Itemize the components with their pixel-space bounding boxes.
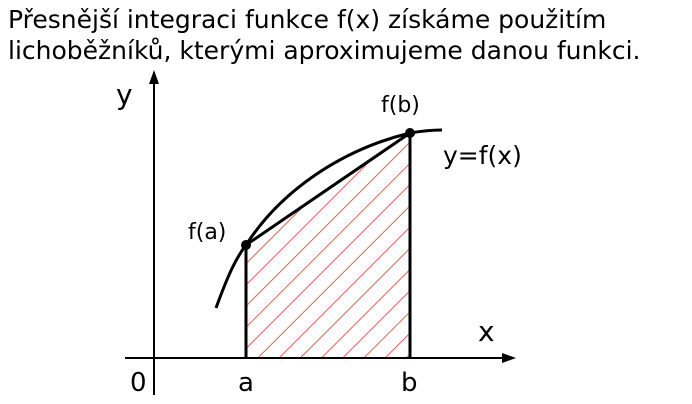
x-axis-arrow — [502, 353, 516, 363]
tick-label-a: a — [238, 368, 254, 398]
y-axis-label: y — [116, 78, 133, 111]
point-fa — [241, 240, 251, 250]
trapezoid-chord — [245, 131, 411, 247]
y-axis-arrow — [149, 70, 159, 84]
heading-line-2: lichoběžníků, kterými aproximujeme danou… — [8, 36, 641, 65]
fa-label: f(a) — [188, 220, 226, 245]
fb-label: f(b) — [381, 93, 420, 118]
trapezoid-area — [246, 133, 410, 358]
x-axis-label: x — [478, 315, 495, 348]
function-curve — [214, 128, 443, 309]
heading-line-1: Přesnější integraci funkce f(x) získáme … — [8, 5, 607, 34]
origin-label: 0 — [130, 368, 147, 398]
tick-label-b: b — [401, 368, 418, 398]
curve-label: y=f(x) — [443, 141, 522, 170]
point-fb — [405, 128, 415, 138]
heading-text: Přesnější integraci funkce f(x) získáme … — [8, 4, 688, 66]
